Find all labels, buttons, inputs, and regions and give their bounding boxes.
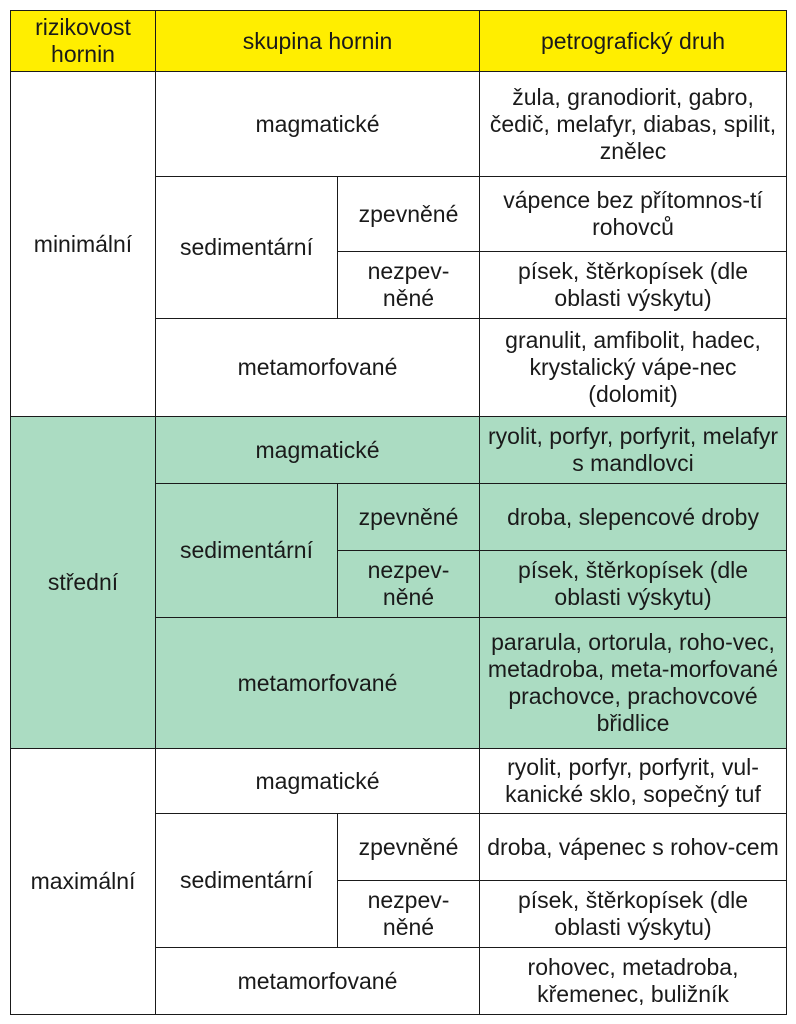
table-row: sedimentární zpevněné droba, vápenec s r… [11, 813, 788, 948]
druh-cell: žula, granodiorit, gabro, čedič, melafyr… [479, 71, 788, 177]
subgroup-cell: zpevněné [336, 176, 481, 252]
table-row: nezpev-něné písek, štěrkopísek (dle obla… [11, 251, 788, 319]
group-cell: sedimentární [155, 483, 338, 618]
group-cell: magmatické [154, 748, 481, 814]
table-row: nezpev-něné písek, štěrkopísek (dle obla… [11, 880, 788, 948]
table-row: maximální magmatické ryolit, porfyr, por… [10, 748, 788, 1015]
druh-cell: droba, slepencové droby [479, 483, 788, 551]
druh-cell: droba, vápenec s rohov-cem [479, 813, 788, 881]
druh-cell: písek, štěrkopísek (dle oblasti výskytu) [479, 880, 788, 948]
group-cell: magmatické [154, 71, 481, 177]
subgroup-cell: nezpev-něné [336, 251, 481, 319]
table-container: rizikovost hornin skupina hornin petrogr… [10, 10, 788, 1015]
druh-cell: písek, štěrkopísek (dle oblasti výskytu) [479, 550, 788, 618]
risk-cell: střední [10, 416, 156, 749]
header-druh: petrografický druh [479, 10, 788, 72]
subgroup-cell: zpevněné [336, 813, 481, 881]
group-cell: sedimentární [155, 176, 338, 319]
header-risk: rizikovost hornin [10, 10, 156, 72]
druh-cell: ryolit, porfyr, porfyrit, vul-kanické sk… [479, 748, 788, 814]
subgroup-cell: zpevněné [336, 483, 481, 551]
group-cell: sedimentární [155, 813, 338, 948]
druh-cell: vápence bez přítomnos-tí rohovců [479, 176, 788, 252]
group-cell: metamorfované [154, 617, 481, 749]
table-row: minimální magmatické žula, granodiorit, … [10, 71, 788, 417]
group-cell: magmatické [154, 416, 481, 484]
table-row: střední magmatické ryolit, porfyr, porfy… [10, 416, 788, 749]
druh-cell: rohovec, metadroba, křemenec, buližník [479, 947, 788, 1015]
druh-cell: písek, štěrkopísek (dle oblasti výskytu) [479, 251, 788, 319]
subgroup-cell: nezpev-něné [336, 550, 481, 618]
table-row: metamorfované granulit, amfibolit, hadec… [11, 318, 788, 417]
druh-cell: ryolit, porfyr, porfyrit, melafyr s mand… [479, 416, 788, 484]
risk-cell: minimální [10, 71, 156, 417]
rock-risk-table: rizikovost hornin skupina hornin petrogr… [10, 10, 788, 1015]
header-row: rizikovost hornin skupina hornin petrogr… [10, 10, 788, 72]
druh-cell: pararula, ortorula, roho-vec, metadroba,… [479, 617, 788, 749]
subgroup-cell: nezpev-něné [336, 880, 481, 948]
table-row: sedimentární zpevněné droba, slepencové … [10, 483, 788, 618]
risk-cell: maximální [10, 748, 156, 1015]
table-row: sedimentární zpevněné vápence bez přítom… [11, 176, 788, 319]
group-cell: metamorfované [154, 318, 481, 417]
druh-cell: granulit, amfibolit, hadec, krystalický … [479, 318, 788, 417]
header-group: skupina hornin [154, 10, 481, 72]
table-row: metamorfované rohovec, metadroba, křemen… [11, 947, 788, 1015]
group-cell: metamorfované [154, 947, 481, 1015]
